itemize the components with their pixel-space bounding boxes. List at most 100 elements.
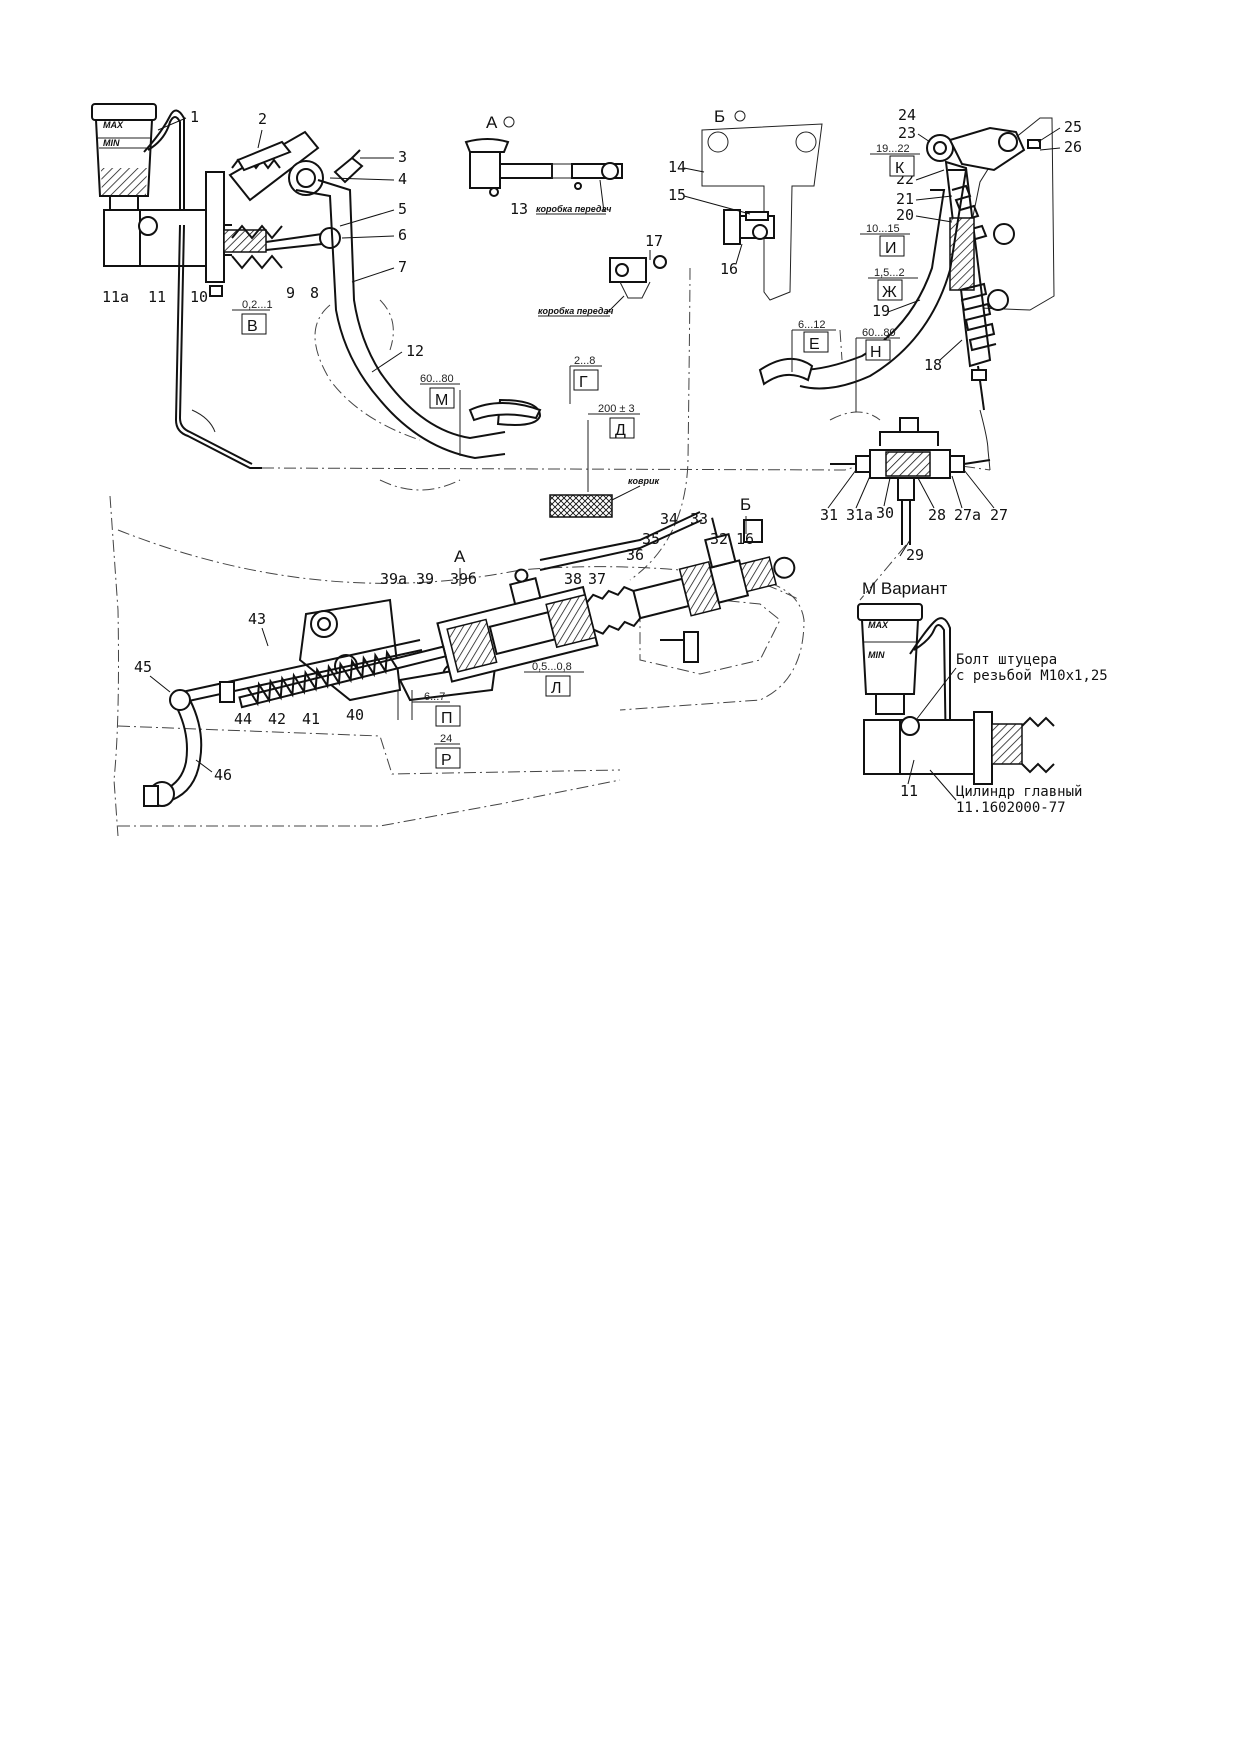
- slave-cylinder-assembly: А Б: [109, 495, 805, 837]
- callout-14: 14: [668, 158, 686, 176]
- view-b-title: Б: [714, 107, 725, 126]
- callout-37: 37: [588, 570, 606, 588]
- callout-17: 17: [645, 232, 663, 250]
- callout-40: 40: [346, 706, 364, 724]
- dim-k-value: 19...22: [876, 143, 910, 155]
- clutch-pedal: [295, 179, 542, 460]
- dim-r-key: Р: [441, 752, 452, 769]
- callout-23: 23: [898, 124, 916, 142]
- callout-11: 11: [148, 288, 166, 306]
- callout-5: 5: [398, 200, 407, 218]
- callout-45: 45: [134, 658, 152, 676]
- callout-1: 1: [190, 108, 199, 126]
- slave-cylinder: [238, 517, 796, 709]
- callout-7: 7: [398, 258, 407, 276]
- dim-l-key: Л: [551, 680, 562, 697]
- servo-spring-assembly: 24 23 22 21 20 19 18 25 26: [758, 106, 1082, 471]
- callout-44: 44: [234, 710, 252, 728]
- bolt-note-line1: Болт штуцера: [956, 652, 1057, 668]
- callout-2: 2: [258, 110, 267, 128]
- callout-27a: 27а: [954, 506, 981, 524]
- callout-19: 19: [872, 302, 890, 320]
- callout-11a: 11а: [102, 288, 129, 306]
- callout-30: 30: [876, 504, 894, 522]
- reservoir: MAX MIN: [91, 103, 157, 213]
- callout-9: 9: [286, 284, 295, 302]
- callout-36: 36: [626, 546, 644, 564]
- callout-39: 39: [416, 570, 434, 588]
- callout-16-b: 16: [720, 260, 738, 278]
- view-b: Б 14 15 16: [668, 107, 823, 301]
- view-a-marker: А: [454, 547, 466, 566]
- dim-i-key: И: [885, 240, 897, 257]
- callout-18: 18: [924, 356, 942, 374]
- callouts-top-left: 1 2 3 4 5 6 7 8 9 10 11 11а 12: [102, 108, 424, 373]
- view-a: А 13 коробка передач: [464, 113, 623, 218]
- view-b-marker: Б: [740, 495, 751, 514]
- cylinder-note-line1: Цилиндр главный: [956, 784, 1082, 800]
- m-variant-title: М Вариант: [862, 579, 947, 598]
- callout-33: 33: [690, 510, 708, 528]
- callout-4: 4: [398, 170, 407, 188]
- pedal-bracket: [228, 130, 364, 202]
- callout-31: 31: [820, 506, 838, 524]
- callout-16-bottom: 16: [736, 530, 754, 548]
- callout-39b: 39б: [450, 570, 477, 588]
- callout-38: 38: [564, 570, 582, 588]
- callout-27: 27: [990, 506, 1008, 524]
- callout-25: 25: [1064, 118, 1082, 136]
- view-a-title: А: [486, 113, 498, 132]
- carpet-label: коврик: [628, 476, 659, 486]
- callout-43: 43: [248, 610, 266, 628]
- dim-n-key: Н: [870, 344, 882, 361]
- callout-21: 21: [896, 190, 914, 208]
- m-variant-min-label: MIN: [868, 650, 885, 660]
- dim-p-key: П: [441, 710, 453, 727]
- dim-zh-value: 1,5...2: [874, 267, 905, 279]
- callout-32: 32: [710, 530, 728, 548]
- callout-8: 8: [310, 284, 319, 302]
- callouts-bottom: 34 33 35 32 16 36 38 37 39а 39 39б 43 45…: [134, 510, 754, 784]
- fitting-17: 17 коробка передач: [538, 232, 667, 317]
- callout-10: 10: [190, 288, 208, 306]
- dim-v-value: 0,2...1: [242, 299, 273, 311]
- m-variant-max-label: MAX: [868, 620, 889, 630]
- callout-15: 15: [668, 186, 686, 204]
- master-cylinder-assembly: MAX MIN: [91, 103, 991, 581]
- dim-g-key: Г: [579, 374, 588, 391]
- dim-d-value: 200 ± 3: [598, 403, 635, 415]
- m-variant: М Вариант MAX MIN 11 Болт штуцера с резь…: [857, 579, 1108, 816]
- dim-i-value: 10...15: [866, 223, 900, 235]
- callout-20: 20: [896, 206, 914, 224]
- callout-35: 35: [642, 530, 660, 548]
- callout-28: 28: [928, 506, 946, 524]
- callout-13: 13: [510, 200, 528, 218]
- reservoir-min-label: MIN: [103, 138, 120, 148]
- cylinder-note-line2: 11.1602000-77: [956, 800, 1066, 816]
- callout-24: 24: [898, 106, 916, 124]
- dimensions-top-right: 19...22 К 10...15 И 1,5...2 Ж 6...12 Е 6…: [791, 143, 920, 412]
- gearbox-label-17: коробка передач: [538, 306, 614, 316]
- reservoir-max-label: MAX: [103, 120, 124, 130]
- dim-m-key: М: [435, 392, 448, 409]
- dimensions-top-left: 0,2...1 В 60...80 М 2...8 Г 200 ± 3 Д: [232, 299, 640, 492]
- bolt-note-line2: с резьбой М10х1,25: [956, 668, 1108, 684]
- dim-g-value: 2...8: [574, 355, 595, 367]
- dimensions-bottom: 0,5...0,8 Л 6...7 П 24 Р: [397, 661, 584, 769]
- callout-31a: 31а: [846, 506, 873, 524]
- dim-k-key: К: [895, 160, 905, 177]
- dim-r-value: 24: [440, 733, 452, 745]
- callout-3: 3: [398, 148, 407, 166]
- callout-11-variant: 11: [900, 782, 918, 800]
- callout-12: 12: [406, 342, 424, 360]
- callout-26: 26: [1064, 138, 1082, 156]
- gearbox-label-a: коробка передач: [536, 204, 612, 214]
- callout-39a: 39а: [380, 570, 407, 588]
- dim-zh-key: Ж: [882, 284, 897, 301]
- dim-m-value: 60...80: [420, 373, 454, 385]
- master-cylinder-body: [103, 171, 283, 297]
- tee-fitting: 31 31а 30 28 27а 27 29: [820, 417, 1008, 601]
- callout-46: 46: [214, 766, 232, 784]
- callout-41: 41: [302, 710, 320, 728]
